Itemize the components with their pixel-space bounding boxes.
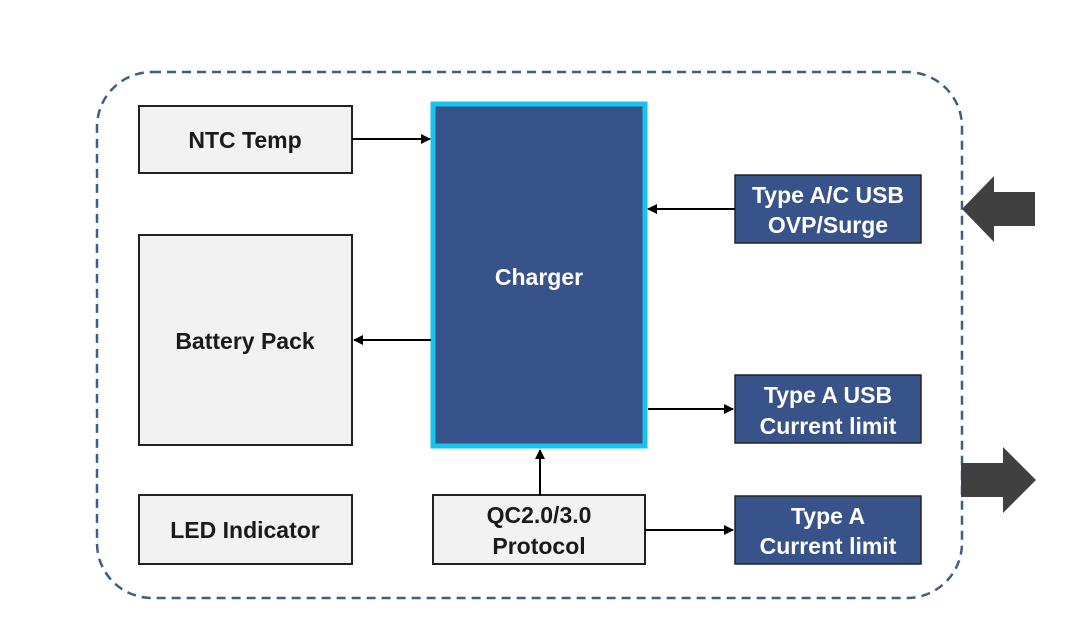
charger-block: Charger: [430, 101, 648, 449]
type-ac-usb-label-line2: OVP/Surge: [768, 212, 888, 238]
type-a-usb-block: Type A USB Current limit: [734, 374, 922, 444]
input-arrow-icon: [962, 176, 1035, 242]
type-a-usb-label-line1: Type A USB: [764, 382, 892, 408]
charger-label: Charger: [495, 264, 583, 290]
type-a-block: Type A Current limit: [734, 495, 922, 565]
output-arrow-icon: [961, 447, 1036, 513]
type-ac-usb-label-line1: Type A/C USB: [752, 182, 904, 208]
ntc-temp-block: NTC Temp: [138, 105, 353, 174]
ntc-temp-label: NTC Temp: [188, 127, 301, 153]
qc-protocol-label-line2: Protocol: [492, 533, 585, 559]
system-boundary: [95, 70, 964, 600]
type-a-usb-label-line2: Current limit: [760, 413, 897, 439]
led-indicator-label: LED Indicator: [170, 517, 320, 543]
battery-pack-block: Battery Pack: [138, 234, 353, 446]
led-indicator-block: LED Indicator: [138, 494, 353, 565]
qc-protocol-label-line1: QC2.0/3.0: [487, 502, 592, 528]
type-ac-usb-block: Type A/C USB OVP/Surge: [734, 174, 922, 244]
qc-protocol-block: QC2.0/3.0 Protocol: [432, 494, 646, 565]
type-a-label-line1: Type A: [791, 503, 865, 529]
type-a-label-line2: Current limit: [760, 533, 897, 559]
battery-pack-label: Battery Pack: [175, 328, 315, 354]
